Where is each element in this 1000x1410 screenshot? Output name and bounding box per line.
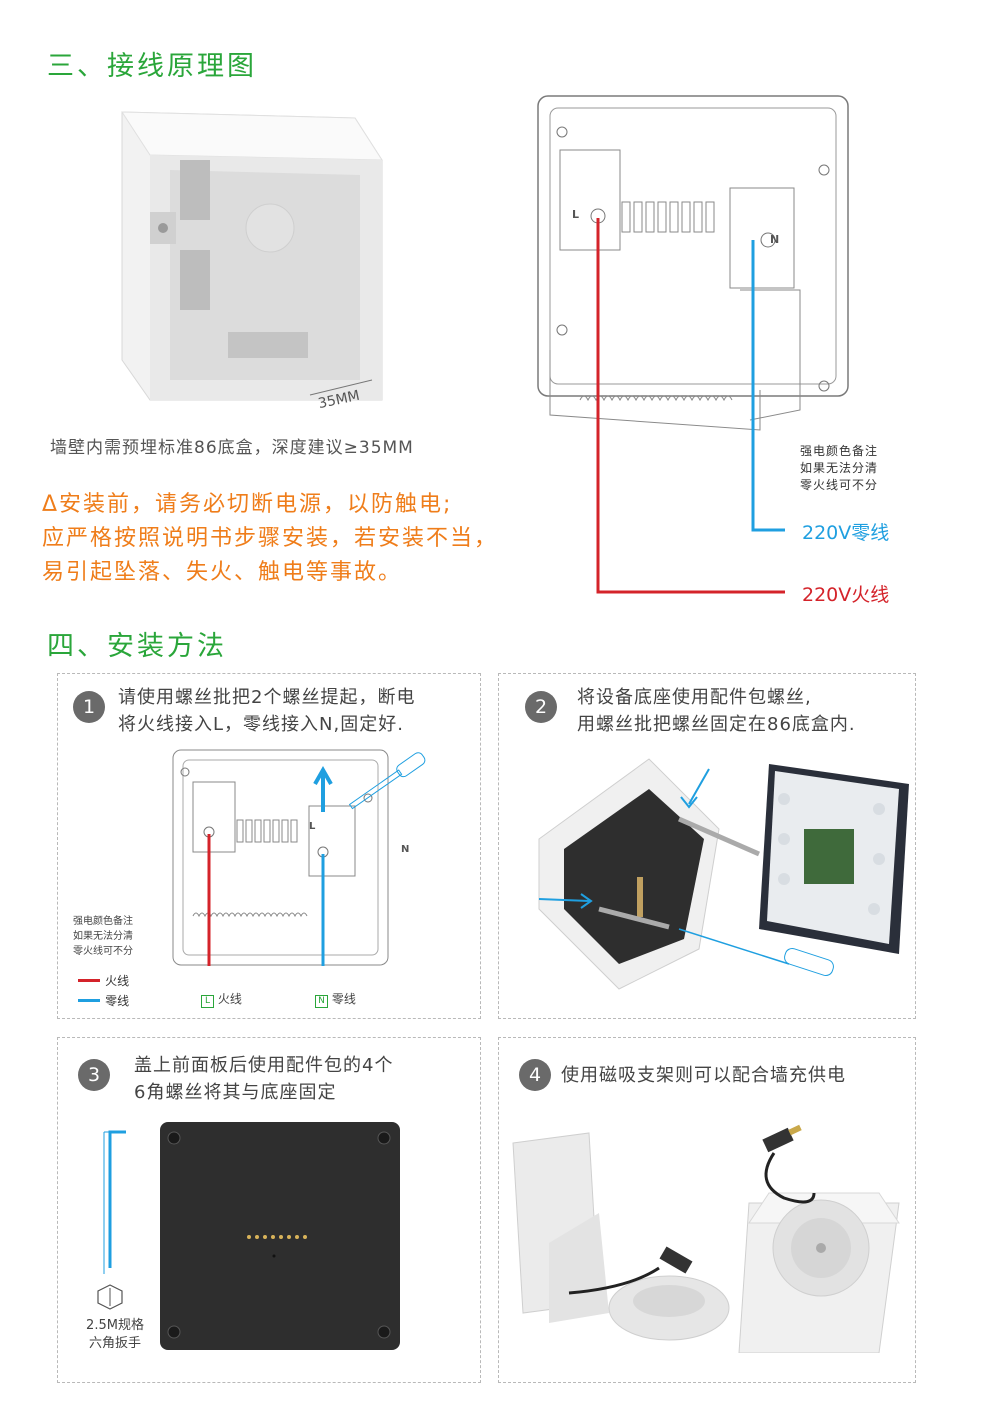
section3-title: 三、接线原理图 (47, 51, 257, 82)
note-line: 强电颜色备注 (73, 916, 133, 927)
step-text-line: 使用磁吸支架则可以配合墙充供电 (561, 1065, 846, 1086)
hex-wrench-icon (103, 1130, 126, 1274)
warning-line: 易引起坠落、失火、触电等事故。 (42, 560, 403, 585)
step1-terminal-n: N (401, 844, 410, 855)
step-number: 3 (78, 1059, 110, 1091)
step-number: 1 (73, 691, 105, 723)
back-box-image (121, 111, 383, 401)
step-number: 4 (519, 1059, 551, 1091)
tag-n-box: N (315, 995, 328, 1008)
hex-shape-icon (97, 1284, 123, 1310)
magnetic-stand-image (512, 1124, 900, 1353)
legend-live-swatch (78, 979, 100, 982)
tag-live: L 火线 (201, 990, 242, 1008)
step-number: 2 (525, 691, 557, 723)
section4-title: 四、安装方法 (47, 631, 227, 662)
note-line: 零火线可不分 (73, 946, 133, 957)
legend-neutral: 零线 (78, 990, 129, 1009)
tag-l-box: L (201, 995, 214, 1008)
step1-diagram (172, 749, 426, 966)
box-caption: 墙壁内需预埋标准86底盒，深度建议≥35MM (50, 438, 414, 458)
legend-neutral-swatch (78, 999, 100, 1002)
terminal-l-label: L (572, 208, 580, 221)
note-line: 如果无法分清 (800, 461, 879, 475)
step1-terminal-l: L (309, 821, 316, 832)
wrench-label-line: 六角扳手 (88, 1336, 141, 1351)
note-line: 零火线可不分 (800, 478, 879, 492)
step-text: 将设备底座使用配件包螺丝, 用螺丝批把螺丝固定在86底盒内. (577, 684, 856, 738)
legend-neutral-label: 零线 (105, 994, 130, 1008)
step-text-line: 6角螺丝将其与底座固定 (134, 1082, 337, 1103)
step-text-line: 盖上前面板后使用配件包的4个 (134, 1055, 394, 1076)
note-line: 强电颜色备注 (800, 444, 879, 458)
step-text-line: 将设备底座使用配件包螺丝, (577, 687, 812, 708)
legend-live: 火线 (78, 970, 129, 989)
panel-back-image (160, 1122, 400, 1350)
legend-live-label: 火线 (105, 974, 130, 988)
warning-line: Δ安装前，请务必切断电源，以防触电; (42, 492, 453, 517)
step-text: 请使用螺丝批把2个螺丝提起，断电 将火线接入L，零线接入N,固定好. (118, 684, 415, 738)
warning-line: 应严格按照说明书步骤安装，若安装不当， (42, 526, 499, 551)
tag-neutral: N 零线 (315, 990, 356, 1008)
wrench-label: 2.5M规格 六角扳手 (80, 1317, 150, 1353)
tag-neutral-label: 零线 (331, 992, 356, 1006)
note-line: 如果无法分清 (73, 931, 133, 942)
step-text: 使用磁吸支架则可以配合墙充供电 (561, 1062, 846, 1089)
step-text-line: 请使用螺丝批把2个螺丝提起，断电 (118, 687, 416, 708)
terminal-n-label: N (770, 233, 780, 246)
color-note: 强电颜色备注 如果无法分清 零火线可不分 (800, 443, 878, 494)
step-text-line: 用螺丝批把螺丝固定在86底盒内. (577, 714, 856, 735)
live-wire-label: 220V火线 (802, 584, 890, 606)
wrench-label-line: 2.5M规格 (86, 1318, 144, 1333)
wiring-diagram (537, 95, 849, 594)
tag-live-label: 火线 (217, 992, 242, 1006)
step-card-2: 2 将设备底座使用配件包螺丝, 用螺丝批把螺丝固定在86底盒内. (498, 673, 916, 1019)
warning-text: Δ安装前，请务必切断电源，以防触电; 应严格按照说明书步骤安装，若安装不当， 易… (42, 488, 498, 590)
step1-color-note: 强电颜色备注 如果无法分清 零火线可不分 (73, 914, 133, 959)
neutral-wire-label: 220V零线 (802, 522, 890, 544)
step-text: 盖上前面板后使用配件包的4个 6角螺丝将其与底座固定 (134, 1052, 393, 1106)
step-card-4: 4 使用磁吸支架则可以配合墙充供电 (498, 1037, 916, 1383)
step-card-1: 1 请使用螺丝批把2个螺丝提起，断电 将火线接入L，零线接入N,固定好. L N… (57, 673, 481, 1019)
step-card-3: 3 盖上前面板后使用配件包的4个 6角螺丝将其与底座固定 2.5M规格 六角扳手 (57, 1037, 481, 1383)
step-text-line: 将火线接入L，零线接入N,固定好. (118, 714, 404, 735)
step2-image (538, 758, 909, 990)
